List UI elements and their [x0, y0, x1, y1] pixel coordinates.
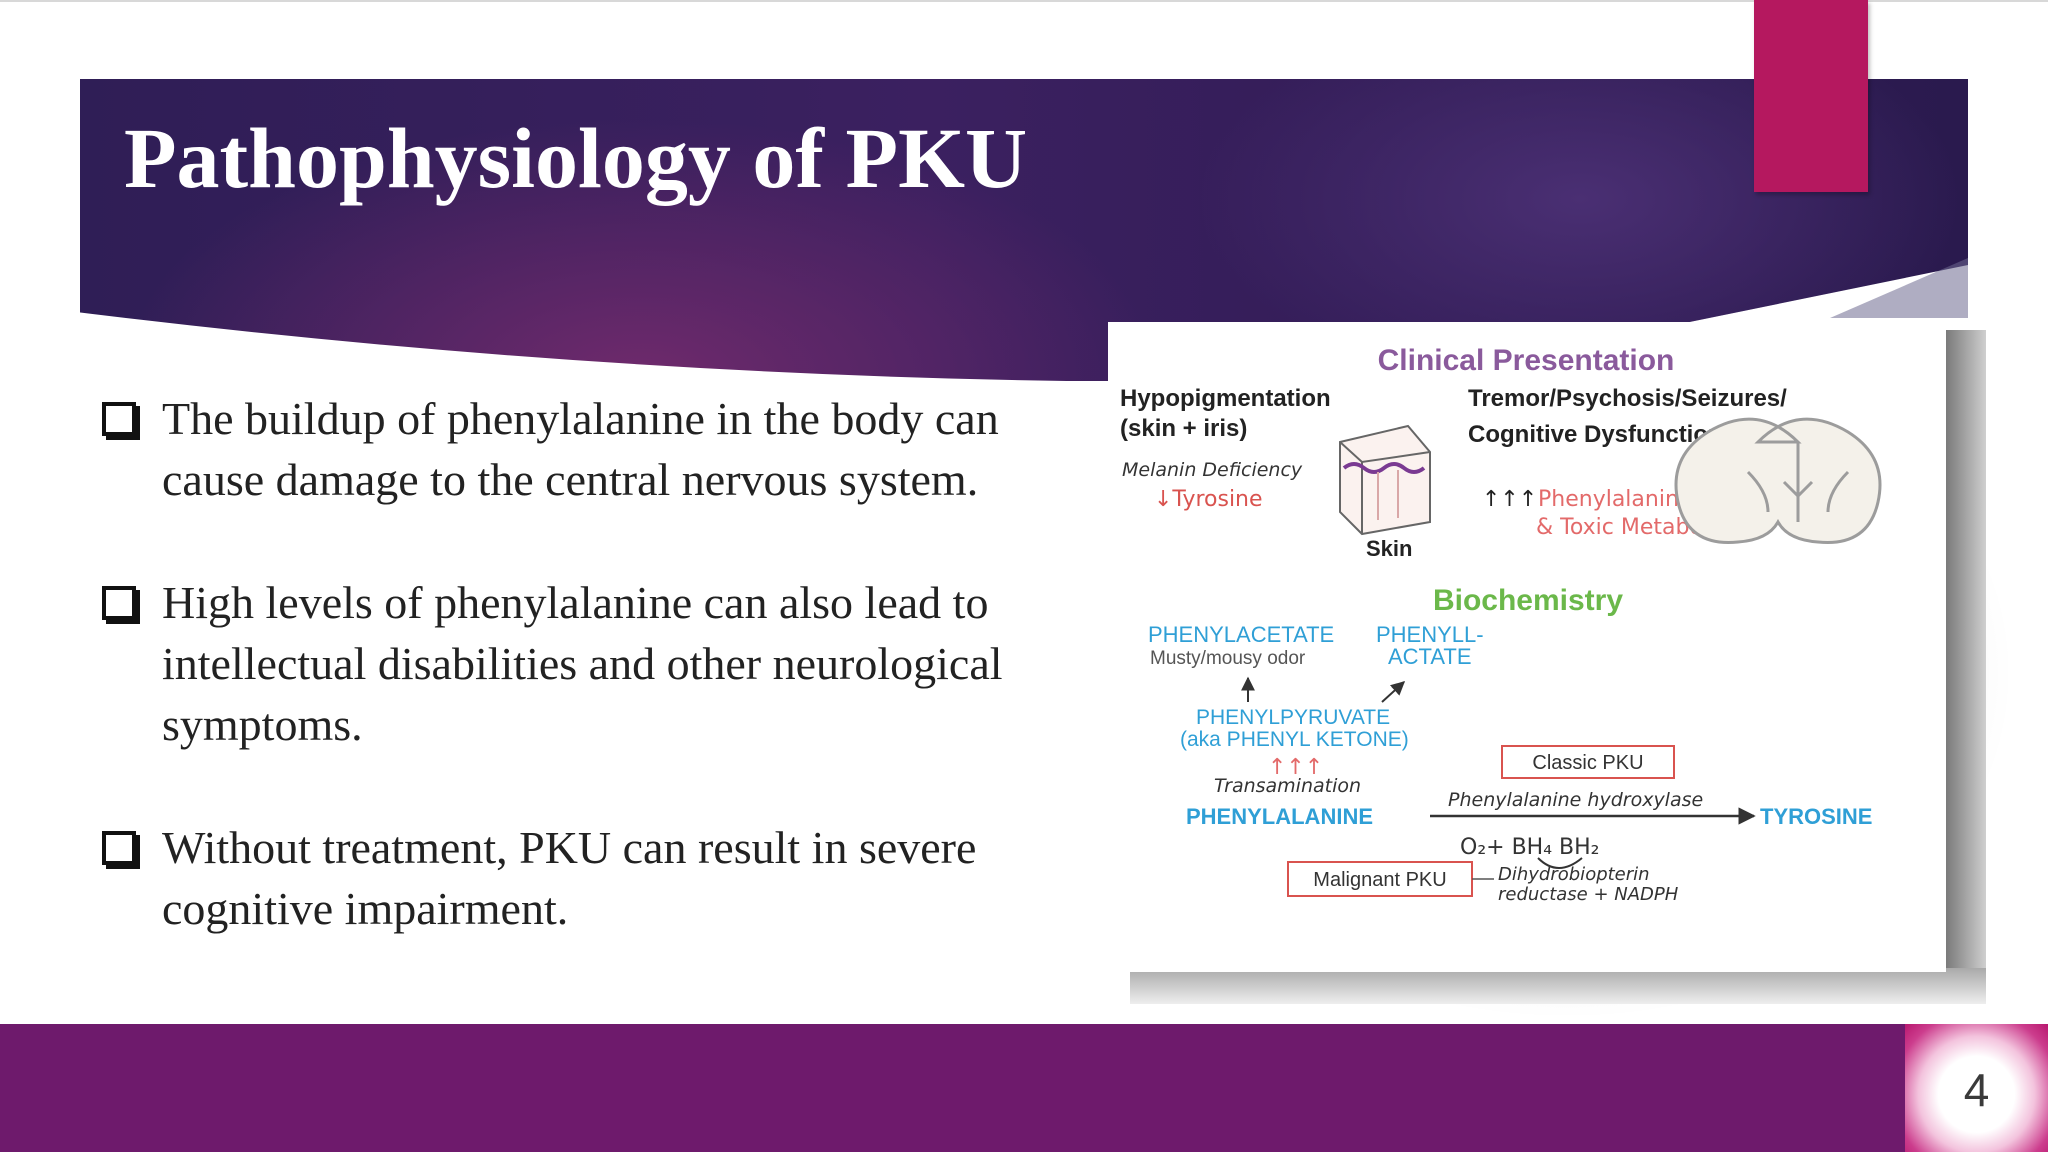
classic-pku-box — [1501, 745, 1675, 779]
slide-title: Pathophysiology of PKU — [124, 110, 1028, 206]
tyrosine-label: TYROSINE — [1760, 804, 1872, 829]
hypopigmentation-label: Hypopigmentation — [1120, 385, 1331, 412]
bullet-text: Without treatment, PKU can result in sev… — [162, 822, 977, 934]
cofactor-cycle — [1537, 857, 1583, 869]
dhpr-label-2: reductase + NADPH — [1498, 884, 1679, 905]
phe-up-arrows: ↑↑↑ — [1482, 487, 1537, 512]
footer-band — [0, 1024, 2048, 1152]
phenylpyruvate-label: PHENYLPYRUVATE — [1196, 706, 1390, 729]
skin-icon — [1339, 424, 1431, 536]
cognitive-label: Cognitive Dysfunction — [1468, 421, 1723, 448]
brain-section-icon — [1674, 417, 1882, 544]
malignant-pku-label: Malignant PKU — [1313, 869, 1446, 891]
tyrosine-low-label: ↓Tyrosine — [1154, 487, 1263, 512]
dhpr-label-1: Dihydrobiopterin — [1498, 864, 1650, 885]
musty-odor-label: Musty/mousy odor — [1150, 648, 1306, 669]
phenylacetate-label: PHENYLACETATE — [1148, 622, 1334, 647]
phe-high-label: Phenylalanine — [1538, 487, 1692, 512]
transamination-label: Transamination — [1214, 775, 1361, 797]
accent-tab — [1754, 0, 1868, 192]
cofactor-label: O₂+ BH₄ BH₂ — [1460, 835, 1599, 860]
bullet-text: High levels of phenylalanine can also le… — [162, 577, 1003, 750]
pku-diagram-svg: Clinical Presentation Hypopigmentation (… — [1120, 344, 1882, 905]
phenyllactate-label-2: ACTATE — [1388, 644, 1472, 669]
page-number-box — [1905, 1024, 2048, 1152]
phenylalanine-label: PHENYLALANINE — [1186, 804, 1373, 829]
clinical-title: Clinical Presentation — [1378, 344, 1675, 377]
bullet-item: High levels of phenylalanine can also le… — [98, 572, 1088, 755]
checkbox-icon — [102, 586, 136, 620]
checkbox-icon — [102, 402, 136, 436]
page-number: 4 — [1963, 1064, 1990, 1116]
figure-shadow-bottom — [1130, 968, 1986, 1004]
enzyme-label: Phenylalanine hydroxylase — [1448, 789, 1703, 811]
bullet-text: The buildup of phenylalanine in the body… — [162, 393, 999, 505]
checkbox-icon — [102, 831, 136, 865]
top-rule — [0, 0, 2048, 2]
bullet-item: Without treatment, PKU can result in sev… — [98, 817, 1088, 939]
classic-pku-label: Classic PKU — [1532, 752, 1643, 774]
skin-iris-label: (skin + iris) — [1120, 415, 1247, 442]
phenyllactate-label-1: PHENYLL- — [1376, 622, 1484, 647]
melanin-label: Melanin Deficiency — [1122, 459, 1303, 481]
pku-diagram: Clinical Presentation Hypopigmentation (… — [1108, 322, 1946, 972]
bullet-list: The buildup of phenylalanine in the body… — [98, 388, 1088, 939]
biochemistry-title: Biochemistry — [1433, 584, 1623, 617]
transamination-arrows: ↑↑↑ — [1268, 755, 1323, 780]
arrow-to-phenyllactate — [1381, 681, 1406, 703]
phenyl-ketone-label: (aka PHENYL KETONE) — [1180, 728, 1409, 751]
figure-shadow-right — [1946, 330, 1986, 980]
malignant-pku-box — [1287, 861, 1473, 897]
tremor-label: Tremor/Psychosis/Seizures/ — [1468, 385, 1787, 412]
bullet-item: The buildup of phenylalanine in the body… — [98, 388, 1088, 510]
skin-label: Skin — [1366, 536, 1412, 561]
